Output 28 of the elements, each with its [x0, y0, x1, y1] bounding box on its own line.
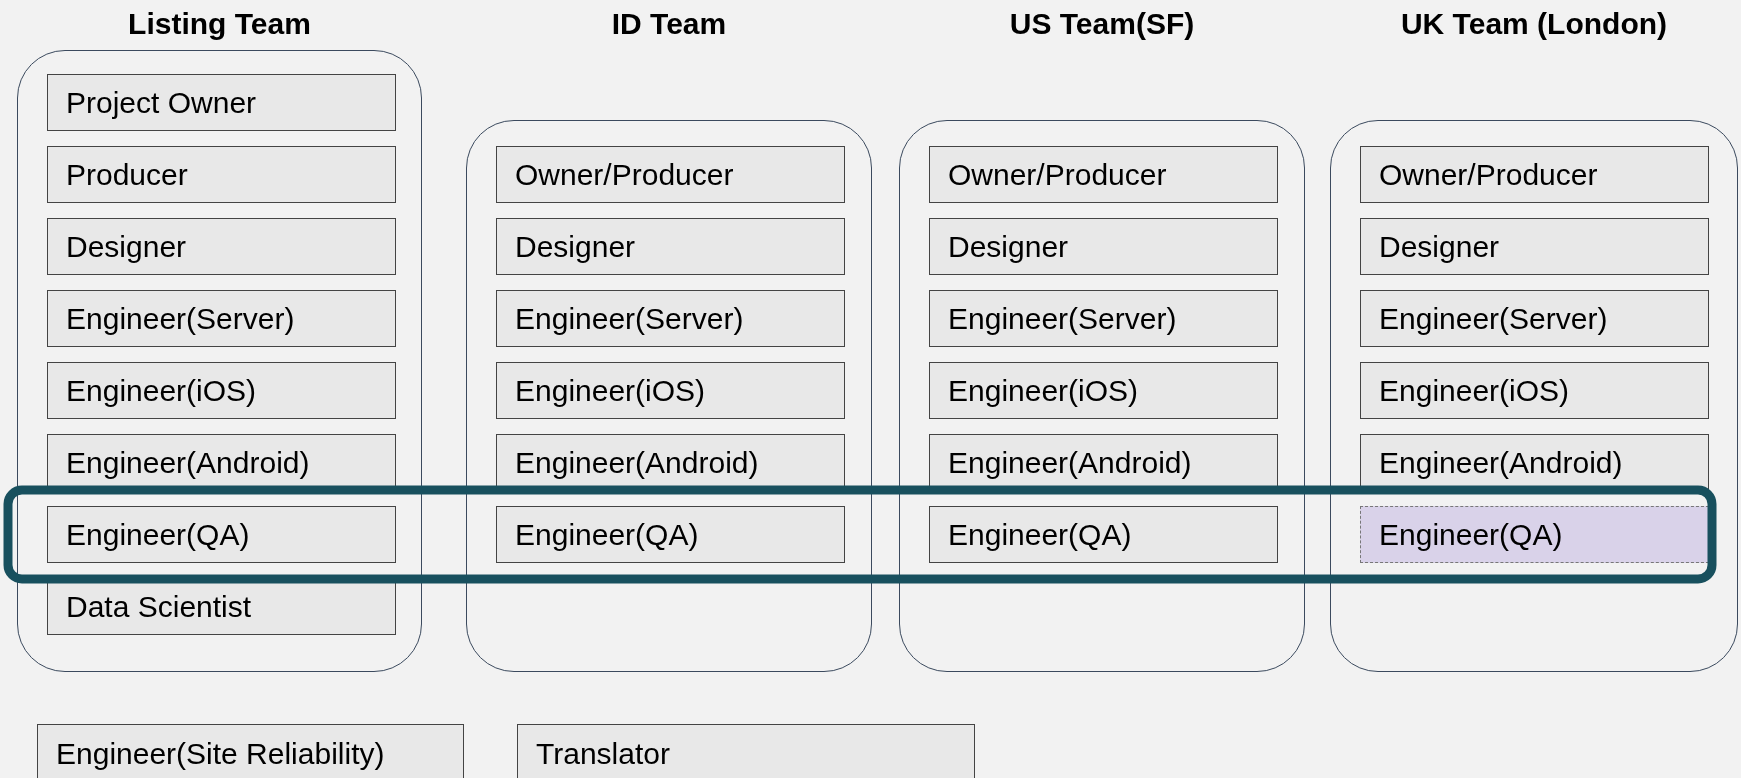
role-box: Owner/Producer [929, 146, 1278, 203]
role-box: Project Owner [47, 74, 396, 131]
role-box: Engineer(Server) [47, 290, 396, 347]
role-box: Engineer(QA) [496, 506, 845, 563]
role-box: Designer [496, 218, 845, 275]
role-box: Engineer(iOS) [929, 362, 1278, 419]
role-box: Engineer(Server) [1360, 290, 1709, 347]
role-box: Owner/Producer [496, 146, 845, 203]
role-box: Designer [47, 218, 396, 275]
role-box: Designer [929, 218, 1278, 275]
role-box: Designer [1360, 218, 1709, 275]
role-box: Engineer(QA) [47, 506, 396, 563]
team-heading: ID Team [610, 6, 728, 42]
role-box: Engineer(iOS) [496, 362, 845, 419]
role-box: Engineer(Server) [929, 290, 1278, 347]
team-heading: Listing Team [127, 6, 312, 42]
team-heading: UK Team (London) [1399, 6, 1669, 42]
role-box: Engineer(Site Reliability) [37, 724, 464, 778]
role-box: Engineer(Android) [1360, 434, 1709, 491]
role-box: Producer [47, 146, 396, 203]
role-box: Engineer(iOS) [47, 362, 396, 419]
role-box: Engineer(Server) [496, 290, 845, 347]
team-heading: US Team(SF) [1008, 6, 1196, 42]
role-box: Engineer(QA) [1360, 506, 1709, 563]
role-box: Translator [517, 724, 975, 778]
role-box: Engineer(QA) [929, 506, 1278, 563]
role-box: Engineer(iOS) [1360, 362, 1709, 419]
role-box: Owner/Producer [1360, 146, 1709, 203]
